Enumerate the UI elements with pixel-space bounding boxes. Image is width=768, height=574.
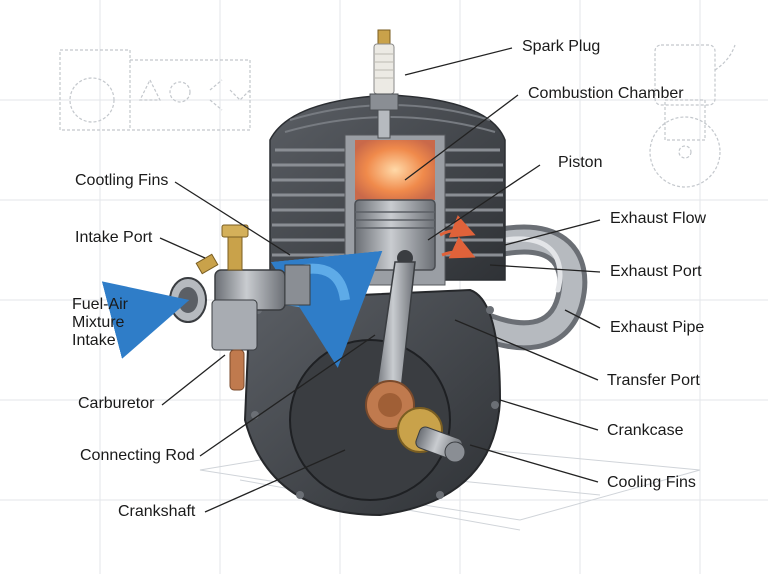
- piston: [354, 199, 436, 271]
- label-exhaust-pipe: Exhaust Pipe: [610, 319, 705, 336]
- label-intake-port: Intake Port: [75, 229, 153, 246]
- label-fuel-air-intake: Fuel-Air Mixture Intake: [72, 296, 129, 349]
- label-spark-plug: Spark Plug: [522, 38, 601, 55]
- label-carburetor: Carburetor: [78, 395, 155, 412]
- spark-plug: [369, 29, 399, 139]
- label-exhaust-port: Exhaust Port: [610, 263, 702, 280]
- label-cooling-fins-bottom: Cooling Fins: [607, 474, 696, 491]
- crankshaft: [397, 407, 466, 463]
- label-piston: Piston: [558, 154, 603, 171]
- schematic-sketch-left: [59, 49, 251, 131]
- label-crankshaft: Crankshaft: [118, 503, 196, 520]
- label-combustion-chamber: Combustion Chamber: [528, 85, 684, 102]
- label-cooling-fins-top: Cootling Fins: [75, 172, 169, 189]
- leader-lines: [159, 47, 601, 513]
- fuel-air-arrow: [101, 281, 190, 359]
- exhaust-flow-arrows: [439, 215, 476, 259]
- label-crankcase: Crankcase: [607, 422, 684, 439]
- label-exhaust-flow: Exhaust Flow: [610, 210, 707, 227]
- label-connecting-rod: Connecting Rod: [80, 447, 195, 464]
- label-transfer-port: Transfer Port: [607, 372, 700, 389]
- schematic-sketch-right: [649, 44, 736, 188]
